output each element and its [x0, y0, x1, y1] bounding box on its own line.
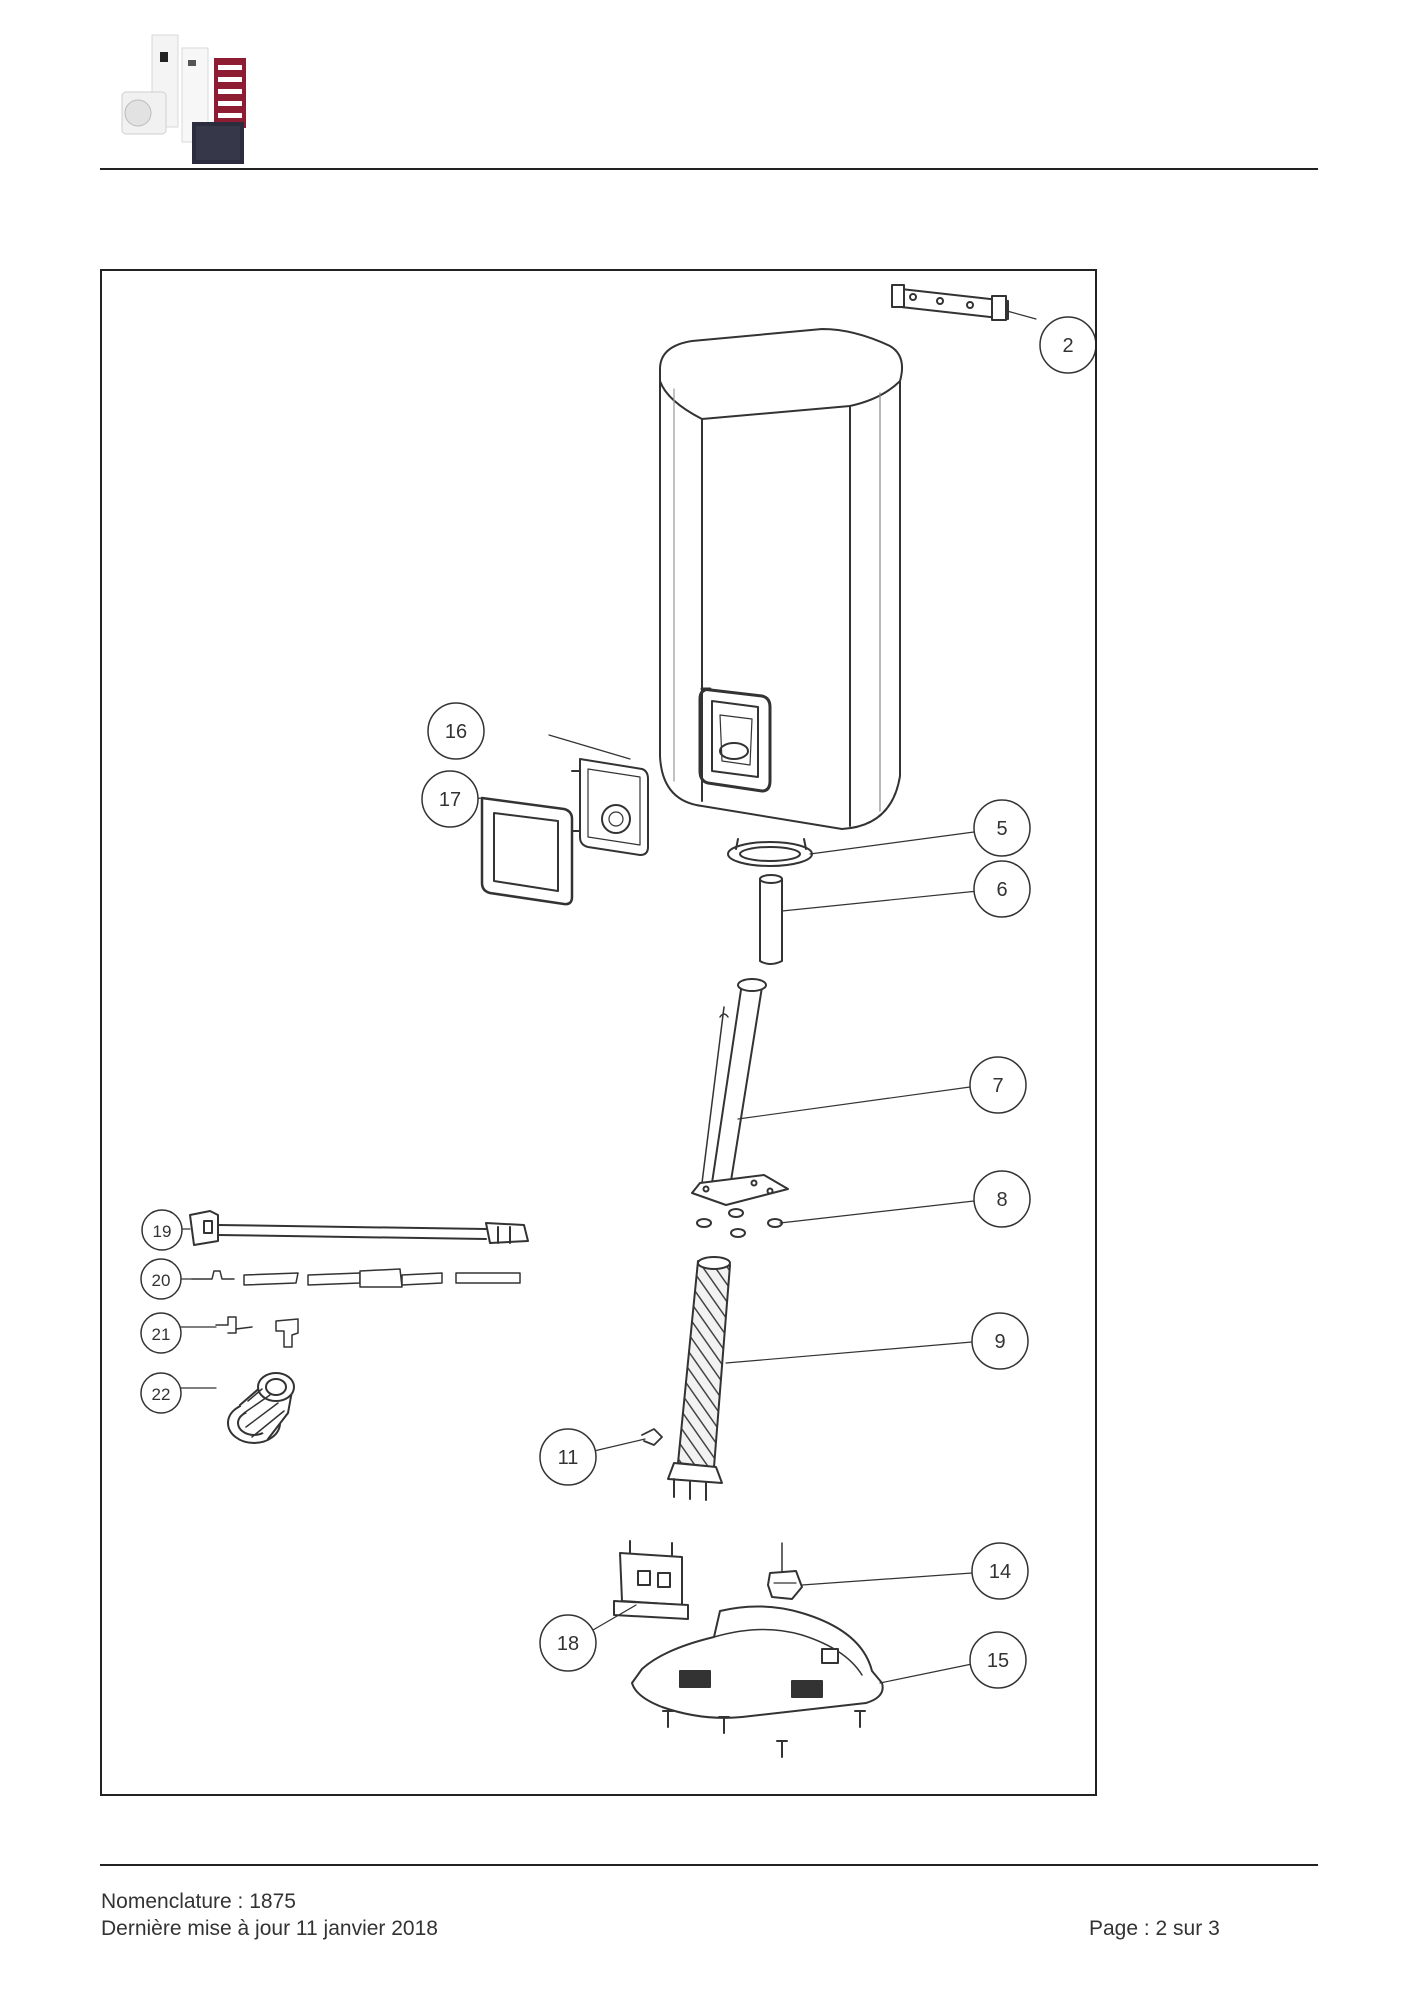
- bottom-cover: [631, 1605, 884, 1758]
- water-heater-tank: [659, 328, 903, 830]
- callout-19: 19: [141, 1209, 183, 1251]
- svg-text:11: 11: [558, 1447, 579, 1469]
- callout-9: 9: [971, 1312, 1029, 1370]
- callout-8: 8: [973, 1170, 1031, 1228]
- callout-17: 17: [421, 770, 479, 828]
- callout-7: 7: [969, 1056, 1027, 1114]
- brand-logo: [121, 34, 246, 164]
- clip: [641, 1428, 663, 1446]
- temperature-probe: [215, 1316, 299, 1348]
- svg-text:9: 9: [994, 1331, 1005, 1353]
- callout-11: 11: [539, 1428, 597, 1486]
- svg-text:16: 16: [445, 721, 467, 743]
- exploded-view-diagram: 2 5 6 7 8 9 11: [140, 284, 1095, 1758]
- heating-sheath: [691, 978, 789, 1206]
- header-rule: [100, 168, 1318, 170]
- callout-20: 20: [140, 1258, 182, 1300]
- nomenclature-label: Nomenclature : 1875: [101, 1890, 296, 1913]
- svg-text:22: 22: [152, 1385, 171, 1404]
- thermostat-module: [571, 758, 649, 856]
- exploded-view-frame: 2 5 6 7 8 9 11: [100, 269, 1097, 1796]
- callout-2: 2: [1039, 316, 1095, 374]
- gasket-frame: [480, 796, 574, 906]
- svg-text:18: 18: [557, 1633, 579, 1655]
- callout-18: 18: [539, 1614, 597, 1672]
- footer-rule: [100, 1864, 1318, 1866]
- page-number: Page : 2 sur 3: [1089, 1917, 1220, 1940]
- callout-21: 21: [140, 1312, 182, 1354]
- svg-text:2: 2: [1062, 335, 1073, 357]
- svg-text:19: 19: [153, 1222, 172, 1241]
- svg-text:6: 6: [996, 879, 1007, 901]
- terminal-block: [613, 1540, 689, 1620]
- callout-15: 15: [969, 1631, 1027, 1689]
- svg-text:7: 7: [992, 1075, 1003, 1097]
- svg-text:15: 15: [987, 1650, 1009, 1672]
- svg-text:5: 5: [996, 818, 1007, 840]
- dielectric-union: [227, 1372, 295, 1444]
- svg-text:14: 14: [989, 1561, 1011, 1583]
- leader-lines: [178, 310, 1037, 1684]
- svg-text:20: 20: [152, 1271, 171, 1290]
- flange-ring: [727, 838, 813, 867]
- wall-bracket: [891, 284, 1009, 321]
- callout-14: 14: [971, 1542, 1029, 1600]
- power-cable: [189, 1210, 529, 1246]
- callout-6: 6: [973, 860, 1031, 918]
- thermal-cutout: [767, 1542, 803, 1600]
- anode-tube: [759, 874, 783, 965]
- heating-element: [667, 1256, 731, 1501]
- last-update-label: Dernière mise à jour 11 janvier 2018: [101, 1917, 438, 1940]
- callout-16: 16: [427, 702, 485, 760]
- svg-text:21: 21: [152, 1325, 171, 1344]
- callout-5: 5: [973, 799, 1031, 857]
- svg-text:17: 17: [439, 789, 461, 811]
- svg-text:8: 8: [996, 1189, 1007, 1211]
- nuts-washers: [696, 1208, 783, 1238]
- wire-harness: [191, 1268, 521, 1288]
- callout-22: 22: [140, 1372, 182, 1414]
